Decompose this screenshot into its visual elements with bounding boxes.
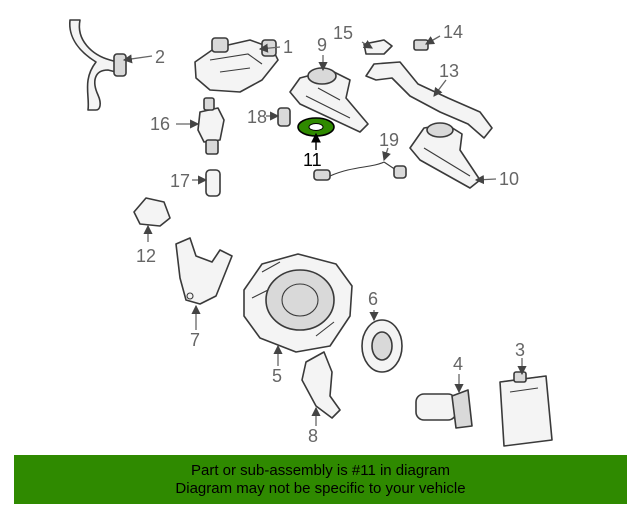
label-9: 9 [317,35,327,55]
label-7: 7 [190,330,200,350]
part-12-bracket[interactable] [133,197,171,227]
label-12: 12 [136,246,156,266]
parts-diagram: 2 1 9 15 14 13 10 18 11 19 16 17 12 7 5 … [69,19,553,447]
part-10-valve-bracket[interactable] [409,122,481,189]
part-1-valve[interactable] [194,37,279,93]
label-2: 2 [155,47,165,67]
part-6-pulley[interactable] [361,319,403,373]
label-16: 16 [150,114,170,134]
part-13-air-tube[interactable] [365,61,493,139]
info-banner: Part or sub-assembly is #11 in diagram D… [14,455,627,504]
label-10: 10 [499,169,519,189]
label-15: 15 [333,23,353,43]
part-19-oxygen-sensor[interactable] [313,161,407,181]
label-4: 4 [453,354,463,374]
part-16-solenoid[interactable] [197,97,225,155]
label-5: 5 [272,366,282,386]
label-1: 1 [283,37,293,57]
part-9-check-valve[interactable] [289,67,369,133]
part-14-fitting[interactable] [413,39,429,51]
label-19: 19 [379,130,399,150]
label-11: 11 [303,150,322,170]
part-2-hose[interactable] [69,19,127,111]
label-18: 18 [247,107,267,127]
part-15-elbow[interactable] [363,39,393,55]
label-8: 8 [308,426,318,446]
label-6: 6 [368,289,378,309]
part-18-sensor[interactable] [277,107,291,127]
label-17: 17 [170,171,190,191]
banner-line-1: Part or sub-assembly is #11 in diagram [191,462,450,479]
label-13: 13 [439,61,459,81]
banner-line-2: Diagram may not be specific to your vehi… [175,480,466,497]
part-8-heat-shield[interactable] [301,351,341,419]
part-5-air-pump[interactable] [243,253,353,353]
part-17-connector[interactable] [205,169,221,197]
part-4-valve[interactable] [415,389,473,429]
label-14: 14 [443,22,463,42]
label-3: 3 [515,340,525,360]
part-7-bracket[interactable] [175,237,233,305]
part-11-gasket[interactable] [297,117,335,137]
part-3-canister[interactable] [499,371,553,447]
